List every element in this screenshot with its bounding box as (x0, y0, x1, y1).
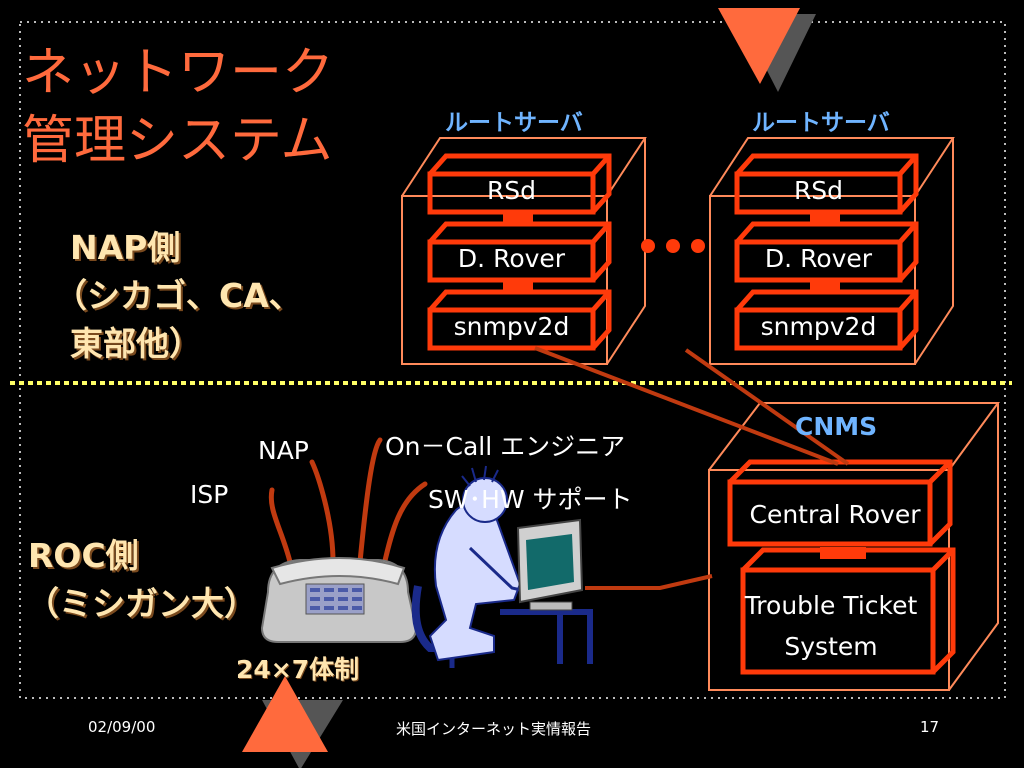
telephone-icon (260, 557, 418, 643)
footer-page-number: 17 (920, 718, 940, 736)
isp-label: ISP (190, 480, 229, 509)
engineer-workstation-icon (411, 465, 593, 668)
root-server-2-cube (709, 137, 955, 365)
cnms-modules (727, 459, 956, 675)
slide-border (19, 21, 1006, 699)
connector (503, 281, 533, 293)
title-line-2: 管理システム (22, 111, 333, 171)
trouble-ticket-system-label: System (784, 632, 878, 661)
central-rover-module: Central Rover (749, 500, 921, 529)
connector (810, 281, 840, 293)
drover-module: D. Rover (457, 244, 566, 273)
drover-module: D. Rover (764, 244, 873, 273)
root-server-1-label: ルートサーバ (445, 110, 583, 136)
footer-date: 02/09/00 (88, 718, 156, 736)
nap-side-label: NAP側 (70, 228, 181, 267)
ellipsis-dots-icon (641, 239, 705, 253)
connector (820, 547, 866, 559)
24x7-label: 24×7体制 (236, 655, 360, 684)
on-call-engineer-label: On－Call エンジニア (385, 432, 626, 461)
server-cnms-cables (534, 346, 850, 466)
nap-label: NAP (258, 436, 309, 465)
root-server-2-modules (734, 153, 919, 351)
cnms-label: CNMS (795, 412, 878, 441)
root-server-2-label: ルートサーバ (752, 110, 890, 136)
rsd-module: RSd (793, 176, 844, 205)
phone-cords (268, 437, 428, 568)
root-server-1-modules (427, 153, 612, 351)
rsd-module: RSd (486, 176, 537, 205)
roc-side-location: （ミシガン大） (26, 584, 257, 623)
nap-side-locations: （シカゴ、CA、 (54, 276, 302, 315)
snmpv2d-module: snmpv2d (760, 312, 877, 341)
nap-side-others: 東部他） (70, 324, 202, 363)
trouble-ticket-label: Trouble Ticket (744, 591, 918, 620)
connector (503, 213, 533, 225)
footer-title: 米国インターネット実情報告 (396, 720, 592, 738)
support-label: SW･HW サポート (428, 485, 633, 514)
workstation-cnms-cable (585, 574, 713, 590)
connector (810, 213, 840, 225)
roc-side-label: ROC側 (28, 536, 139, 575)
title-line-1: ネットワーク (22, 43, 335, 103)
triangle-up-decoration (242, 676, 328, 752)
root-server-1-cube (401, 137, 647, 365)
snmpv2d-module: snmpv2d (453, 312, 570, 341)
triangle-down-decoration (718, 8, 800, 84)
cnms-cube (708, 402, 1000, 691)
